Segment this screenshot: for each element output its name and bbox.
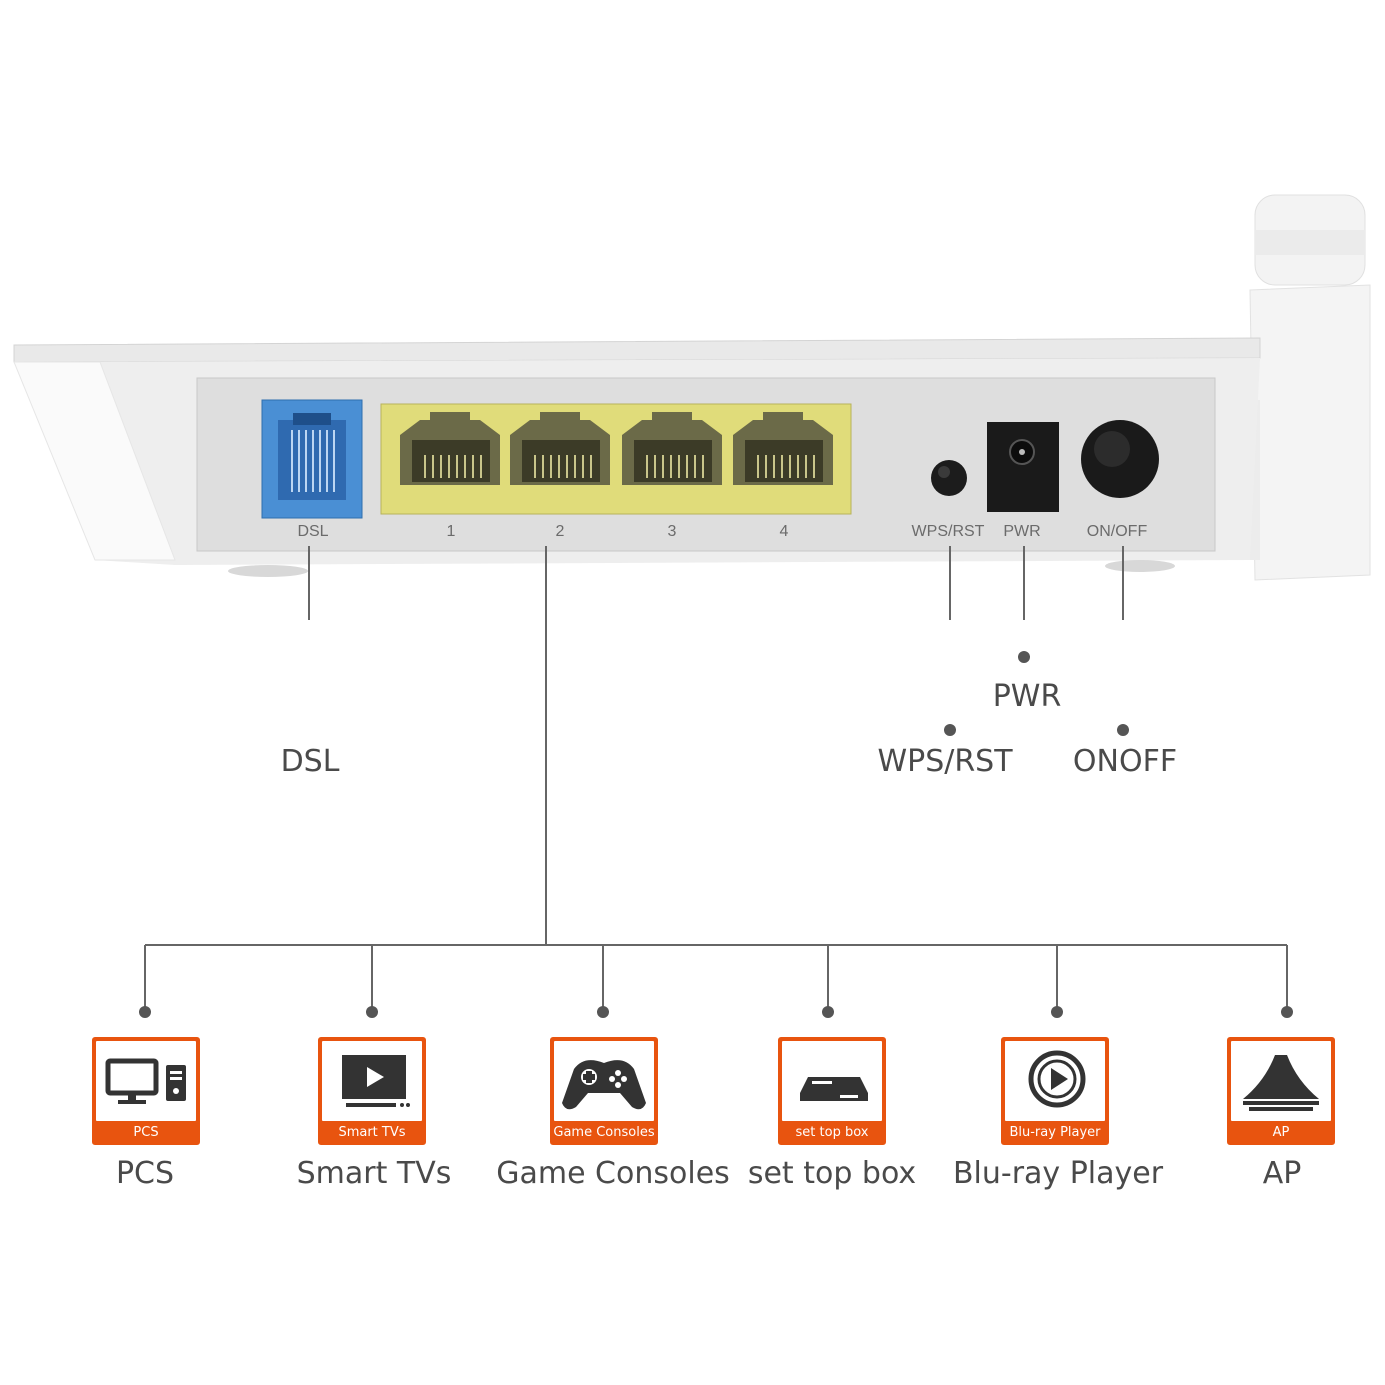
device-tag: Blu-ray Player [1009, 1125, 1101, 1140]
power-switch [1081, 420, 1159, 498]
router-back-panel [13, 194, 1371, 620]
tv-icon [342, 1055, 410, 1107]
device-tag: Game Consoles [553, 1125, 655, 1140]
panel-label-onoff: ON/OFF [1086, 523, 1148, 540]
power-jack [987, 422, 1059, 512]
device-card-blu-ray-player: Blu-ray Player [1001, 1037, 1109, 1145]
callout-lines [308, 546, 1124, 620]
device-card-game-consoles: Game Consoles [550, 1037, 658, 1145]
callout-pwr: PWR [992, 679, 1062, 714]
callout-wps: WPS/RST [877, 744, 1013, 779]
lan-port-4 [733, 412, 833, 485]
device-label-set-top-box: set top box [747, 1156, 917, 1191]
device-tag: set top box [795, 1125, 869, 1140]
panel-label-dsl: DSL [297, 523, 329, 540]
lan-port-3 [622, 412, 722, 485]
wps-button [931, 460, 967, 496]
pc-icon [105, 1058, 186, 1104]
device-card-set-top-box: set top box [778, 1037, 886, 1145]
device-label-ap: AP [1262, 1156, 1302, 1191]
device-tag: Smart TVs [338, 1125, 406, 1140]
panel-label-wps: WPS/RST [911, 523, 985, 540]
device-label-smart-tvs: Smart TVs [296, 1156, 452, 1191]
panel-label-pwr: PWR [1003, 523, 1041, 540]
panel-label-lan-4: 4 [779, 523, 789, 540]
play-icon [1028, 1050, 1086, 1108]
dsl-port [261, 399, 363, 519]
access-point-icon [1243, 1055, 1319, 1111]
lan-port-2 [510, 412, 610, 485]
set-top-box-icon [800, 1077, 868, 1101]
gamepad-icon [562, 1060, 646, 1110]
lan-port-1 [400, 412, 500, 485]
panel-label-lan-3: 3 [667, 523, 677, 540]
lan-port-block [380, 403, 852, 515]
device-tag: AP [1272, 1125, 1290, 1140]
device-card-pcs: PCS [92, 1037, 200, 1145]
device-card-smart-tvs: Smart TVs [318, 1037, 426, 1145]
device-label-game-consoles: Game Consoles [496, 1156, 730, 1191]
panel-label-lan-2: 2 [555, 523, 565, 540]
device-label-pcs: PCS [115, 1156, 175, 1191]
device-card-ap: AP [1227, 1037, 1335, 1145]
callout-onoff: ONOFF [1072, 744, 1178, 779]
device-tag: PCS [133, 1125, 159, 1140]
device-label-blu-ray-player: Blu-ray Player [952, 1156, 1164, 1191]
panel-label-lan-1: 1 [446, 523, 456, 540]
callout-dsl: DSL [280, 744, 340, 779]
